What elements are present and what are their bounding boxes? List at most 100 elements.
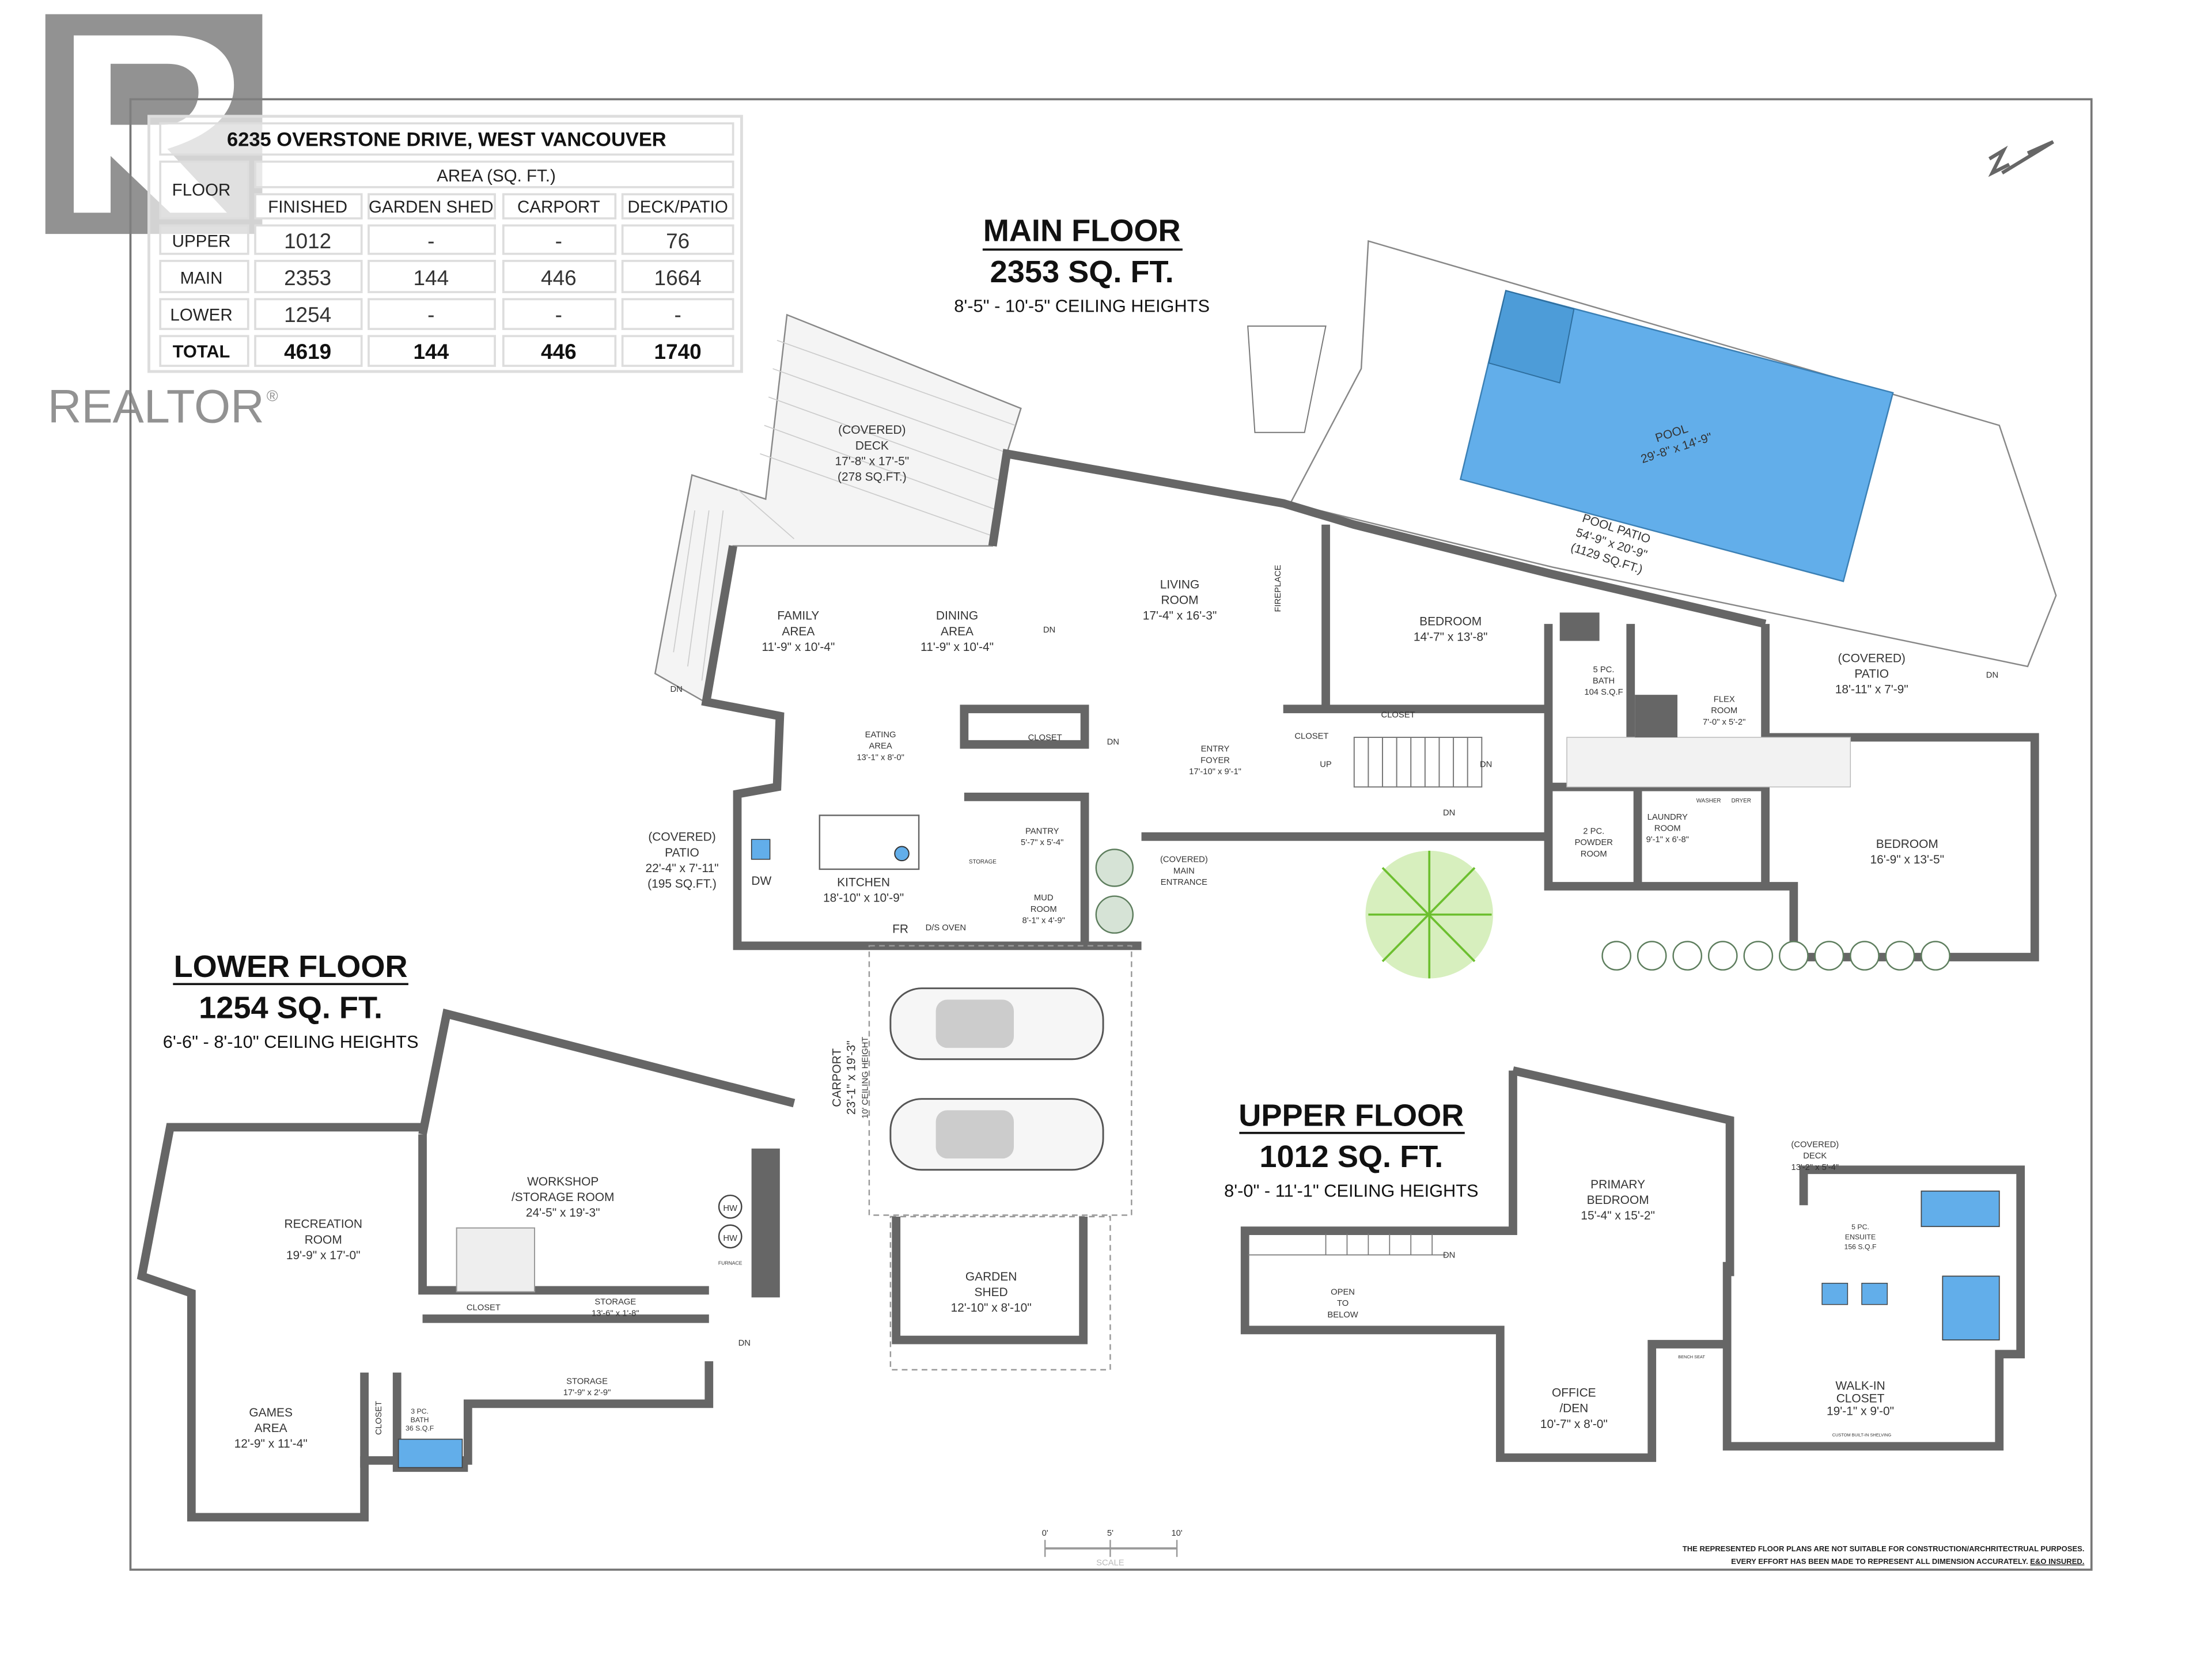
main-floor-plan xyxy=(654,240,2057,1371)
disclaimer-line-1: THE REPRESENTED FLOOR PLANS ARE NOT SUIT… xyxy=(1683,1544,2085,1553)
cell-finished: 4619 xyxy=(284,340,331,363)
lower-floor-area: 1254 SQ. FT. xyxy=(199,990,382,1025)
cell-garden-shed: - xyxy=(427,303,434,327)
cell-carport: 446 xyxy=(541,340,577,363)
scale-label: SCALE xyxy=(1096,1559,1124,1568)
closet-label: CLOSET xyxy=(374,1401,384,1435)
fireplace-label: FIREPLACE xyxy=(1274,565,1283,612)
car-2 xyxy=(889,1098,1104,1171)
fridge-label: FR xyxy=(892,923,908,936)
table-row-total: TOTAL 4619 144 446 1740 xyxy=(159,335,734,367)
closet-label: CLOSET xyxy=(1028,733,1062,743)
cell-carport: - xyxy=(555,303,562,327)
disclaimer: THE REPRESENTED FLOOR PLANS ARE NOT SUIT… xyxy=(1683,1544,2085,1566)
washer-label: WASHER xyxy=(1696,798,1721,804)
table-area-header: AREA (SQ. FT.) xyxy=(437,166,556,185)
registered-mark: ® xyxy=(267,387,278,405)
row-floor: UPPER xyxy=(172,232,231,251)
closet-label: CLOSET xyxy=(1294,732,1328,741)
north-arrow-icon xyxy=(1988,140,2054,177)
scale-tick: 5' xyxy=(1107,1529,1113,1538)
upper-floor-plan xyxy=(1240,1066,2025,1462)
main-floor-heading: MAIN FLOOR 2353 SQ. FT. 8'-5" - 10'-5" C… xyxy=(954,213,1210,316)
table-floor-header: FLOOR xyxy=(172,181,231,200)
bench-seat-label: BENCH SEAT xyxy=(1678,1354,1705,1359)
col-deck-patio: DECK/PATIO xyxy=(627,198,728,217)
upper-floor-heading: UPPER FLOOR 1012 SQ. FT. 8'-0" - 11'-1" … xyxy=(1224,1098,1478,1200)
cell-carport: 446 xyxy=(541,266,577,290)
col-finished: FINISHED xyxy=(268,198,347,217)
row-floor: TOTAL xyxy=(173,341,230,361)
upper-floor-area: 1012 SQ. FT. xyxy=(1259,1139,1443,1174)
table-row-upper: UPPER 1012 - - 76 xyxy=(159,224,734,255)
col-carport: CARPORT xyxy=(517,198,600,217)
table-column-headers: FINISHED GARDEN SHED CARPORT DECK/PATIO xyxy=(254,193,734,219)
stair-dn-label: DN xyxy=(1443,808,1455,817)
closet-label: CLOSET xyxy=(1381,711,1415,720)
disclaimer-line-2: EVERY EFFORT HAS BEEN MADE TO REPRESENT … xyxy=(1731,1557,2028,1566)
shelving-label: CUSTOM BUILT-IN SHELVING xyxy=(1832,1433,1892,1438)
cell-deck-patio: 1740 xyxy=(654,340,702,363)
stair-up-label: UP xyxy=(1320,760,1332,770)
lower-floor-plan xyxy=(137,1008,796,1522)
main-floor-area: 2353 SQ. FT. xyxy=(990,255,1174,289)
table-row-lower: LOWER 1254 - - - xyxy=(159,298,734,330)
lower-floor-title: LOWER FLOOR xyxy=(174,949,408,984)
cell-garden-shed: - xyxy=(427,229,434,253)
main-floor-title: MAIN FLOOR xyxy=(983,213,1181,248)
stair-dn-label: DN xyxy=(1443,1251,1455,1260)
table-address: 6235 OVERSTONE DRIVE, WEST VANCOUVER xyxy=(227,129,666,151)
col-garden-shed: GARDEN SHED xyxy=(369,198,493,217)
cell-deck-patio: 1664 xyxy=(654,266,702,290)
dishwasher-label: DW xyxy=(751,874,771,888)
realtor-wordmark: REALTOR xyxy=(48,381,264,433)
upper-floor-title: UPPER FLOOR xyxy=(1238,1098,1464,1132)
closet-label: CLOSET xyxy=(467,1303,501,1312)
tree xyxy=(1365,850,1493,979)
cell-finished: 1254 xyxy=(284,303,331,327)
upper-floor-ceiling: 8'-0" - 11'-1" CEILING HEIGHTS xyxy=(1224,1181,1478,1201)
table-row-main: MAIN 2353 144 446 1664 xyxy=(159,260,734,293)
oven-label: D/S OVEN xyxy=(926,923,967,933)
main-floor-ceiling: 8'-5" - 10'-5" CEILING HEIGHTS xyxy=(954,296,1210,316)
disclaimer-insured: E&O INSURED. xyxy=(2030,1557,2084,1566)
pool xyxy=(1459,290,1894,582)
furnace-label: FURNACE xyxy=(718,1260,743,1266)
stair-dn-label: DN xyxy=(670,685,682,694)
hot-water-label: HW xyxy=(723,1234,737,1243)
storage-label: STORAGE xyxy=(969,859,997,865)
cell-finished: 1012 xyxy=(284,229,331,253)
row-floor: LOWER xyxy=(170,305,232,324)
